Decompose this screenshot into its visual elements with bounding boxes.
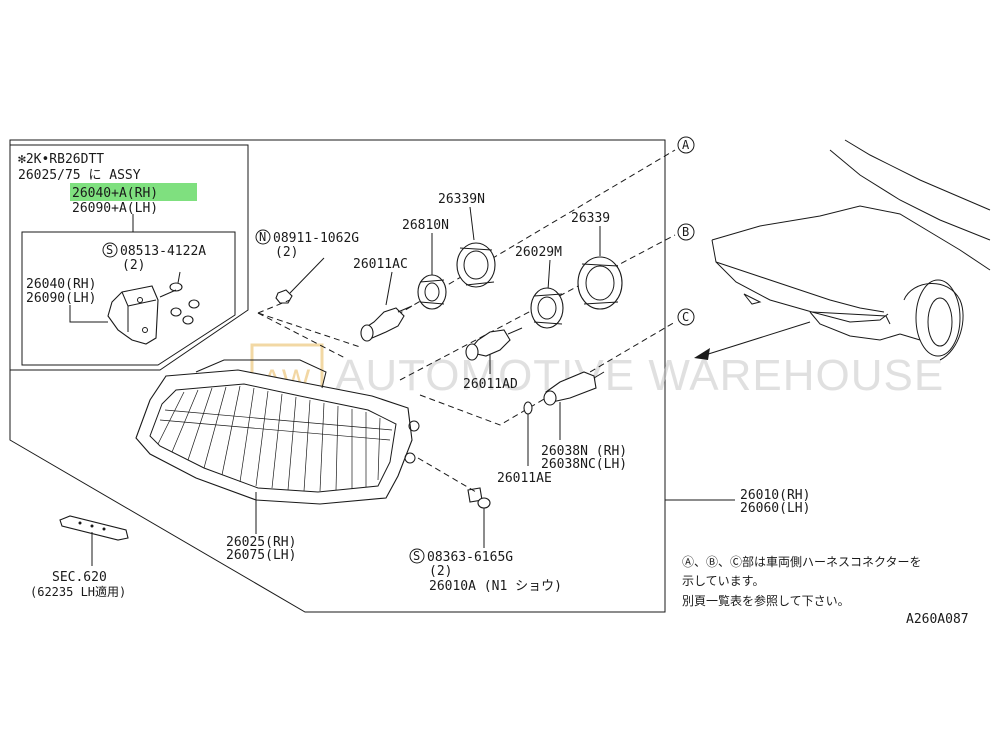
leader-line	[385, 271, 393, 306]
part-26339N[interactable]: 26339N	[438, 192, 485, 207]
part-26011AD[interactable]: 26011AD	[463, 377, 518, 392]
pointer-arrow-line	[701, 321, 811, 357]
leader-line	[289, 257, 325, 294]
dashed-guide	[257, 299, 291, 314]
nut-qty: (2)	[275, 245, 298, 260]
part-26075[interactable]: 26075(LH)	[226, 548, 296, 563]
footnote-line1: Ⓐ、Ⓑ、Ⓒ部は車両側ハーネスコネクターを	[682, 554, 922, 569]
nut-code[interactable]: 08911-1062G	[273, 231, 359, 246]
washer-icon	[170, 299, 200, 325]
highlighted-part-number[interactable]: 26040+A(RH)	[72, 186, 158, 201]
footnote-line3: 別頁一覧表を参照して下さい。	[682, 593, 850, 608]
socket-26029M-icon	[530, 287, 564, 329]
dashed-guide	[257, 312, 361, 348]
screw-icon	[159, 282, 183, 298]
leader-line	[69, 305, 108, 323]
cap-26339N-icon	[456, 242, 496, 288]
sec-reference[interactable]: SEC.620	[52, 570, 107, 585]
leader-line	[547, 259, 551, 291]
part-number-26090A[interactable]: 26090+A(LH)	[72, 201, 158, 216]
leader-line	[177, 271, 181, 284]
screw-qty: (2)	[122, 258, 145, 273]
dashed-guide	[419, 321, 676, 426]
engine-note: ✻2K•RB26DTT	[18, 152, 104, 167]
part-26060[interactable]: 26060(LH)	[740, 501, 810, 516]
inset-detail-box	[21, 231, 236, 366]
socket-26810N-icon	[417, 274, 447, 310]
part-26038NC[interactable]: 26038NC(LH)	[541, 457, 627, 472]
part-26038N[interactable]: 26038N (RH)	[541, 444, 627, 459]
main-frame	[9, 139, 666, 613]
bracket-lh[interactable]: 26090(LH)	[26, 291, 96, 306]
cap-26339-icon	[577, 256, 623, 310]
marker-a-icon	[677, 136, 695, 154]
screw2-code[interactable]: 08363-6165G	[427, 550, 513, 565]
part-26011AC[interactable]: 26011AC	[353, 257, 408, 272]
bulb-26011AD-icon	[465, 327, 523, 361]
marker-c: C	[682, 310, 689, 324]
marker-b-icon	[677, 223, 695, 241]
watermark-text: AUTOMOTIVE WAREHOUSE	[335, 351, 944, 400]
part-26029M[interactable]: 26029M	[515, 245, 562, 260]
n-marker-letter: N	[259, 230, 266, 244]
s-marker-icon	[102, 242, 118, 258]
mounting-screw-icon	[467, 487, 491, 509]
n-marker-icon	[255, 229, 271, 245]
screw2-qty: (2)	[429, 564, 452, 579]
marker-a: A	[682, 138, 690, 152]
bulb-26011AC-icon	[360, 305, 413, 342]
dashed-guide	[257, 312, 346, 359]
inset-frame	[10, 144, 249, 371]
nut-icon	[275, 289, 293, 304]
bulb-26011AE-icon	[523, 401, 533, 415]
s-marker-letter: S	[413, 549, 420, 563]
sec-620-part-icon	[59, 515, 129, 541]
side-marker-socket-icon	[543, 371, 605, 406]
screw-code[interactable]: 08513-4122A	[120, 244, 206, 259]
dashed-guide	[379, 149, 676, 326]
pointer-arrowhead-icon	[694, 348, 710, 360]
dashed-guide	[417, 457, 477, 493]
assy-note: 26025/75 に ASSY	[18, 168, 141, 183]
s-marker-icon	[409, 548, 425, 564]
screw2-note: 26010A (N1 ショウ)	[429, 579, 562, 594]
part-highlight	[70, 183, 197, 201]
bracket-icon	[107, 285, 159, 345]
marker-b: B	[682, 225, 689, 239]
car-front-icon	[711, 139, 991, 361]
sec-note: (62235 LH適用)	[30, 584, 126, 599]
part-26025[interactable]: 26025(RH)	[226, 535, 296, 550]
leader-line	[469, 206, 475, 241]
s-marker-letter: S	[106, 243, 113, 257]
diagram-code: A260A087	[906, 612, 969, 627]
bracket-rh[interactable]: 26040(RH)	[26, 277, 96, 292]
headlamp-assembly-icon	[135, 359, 420, 505]
part-26339[interactable]: 26339	[571, 211, 610, 226]
part-26810N[interactable]: 26810N	[402, 218, 449, 233]
footnote-line2: 示しています。	[682, 574, 764, 588]
marker-c-icon	[677, 308, 695, 326]
part-26011AE[interactable]: 26011AE	[497, 471, 552, 486]
part-26010[interactable]: 26010(RH)	[740, 488, 810, 503]
